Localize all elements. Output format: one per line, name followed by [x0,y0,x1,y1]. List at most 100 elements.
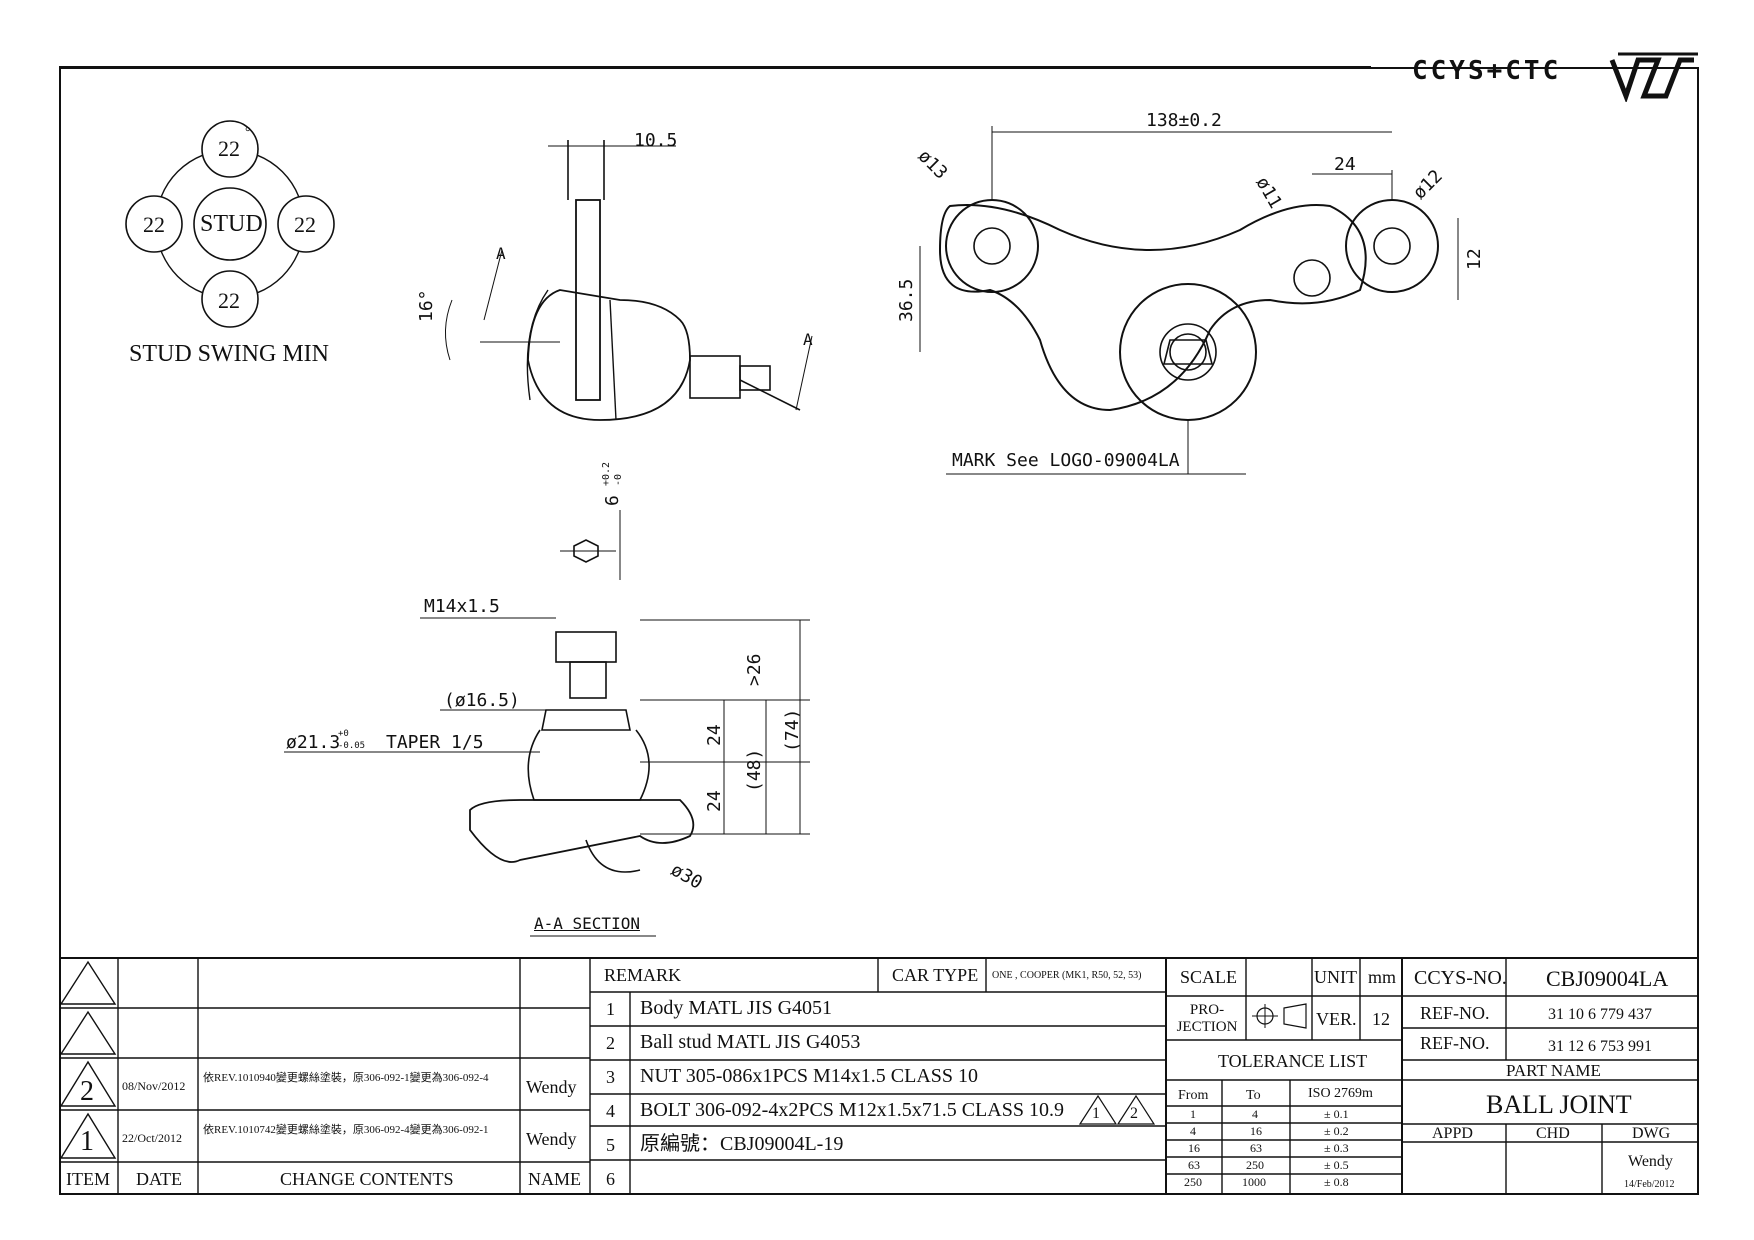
dwg-name: Wendy [1628,1153,1673,1170]
rev-marker-1: 1 [1092,1105,1100,1122]
remark-no-4: 4 [606,1101,615,1121]
mark-note: MARK See LOGO-09004LA [952,450,1180,471]
remark-text-3: NUT 305-086x1PCS M14x1.5 CLASS 10 [640,1065,979,1087]
section-title: A-A SECTION [534,914,640,933]
rev-header-contents: CHANGE CONTENTS [280,1169,454,1189]
dim-12-plan: 12 [1464,248,1485,270]
remark-text-5: 原編號：CBJ09004L-19 [640,1133,844,1155]
drawing-frame [59,67,1699,1195]
tol-to-4: 250 [1246,1158,1264,1172]
rev-header-item: ITEM [66,1169,110,1189]
rev-date-2: 08/Nov/2012 [122,1079,186,1093]
logo-text: CCYS+CTC [1412,56,1562,86]
remark-no-3: 3 [606,1067,615,1087]
tol-to-1: 4 [1252,1107,1258,1121]
rev-header-date: DATE [136,1169,182,1189]
rev-name-1: Wendy [526,1129,577,1149]
dwg-label: DWG [1632,1125,1671,1142]
stud-label: STUD [200,211,263,237]
section-mark-a-right: A [803,330,813,349]
rev-contents-2: 依REV.1010940變更螺絲塗裝，原306-092-1變更為306-092-… [203,1072,489,1084]
tol-val-3: ± 0.3 [1324,1141,1349,1155]
ref-no-label-1: REF-NO. [1420,1003,1490,1023]
tol-to-3: 63 [1250,1141,1262,1155]
tol-from-5: 250 [1184,1175,1202,1189]
side-view-drawing [445,140,813,421]
tol-val-5: ± 0.8 [1324,1175,1349,1189]
tol-val-4: ± 0.5 [1324,1158,1349,1172]
logo-mark [1609,52,1698,102]
dim-6-hex: 6 [602,495,623,506]
taper-tol-lower: -0.05 [338,741,366,751]
tol-to-2: 16 [1250,1124,1262,1138]
ccys-no-value: CBJ09004LA [1546,966,1669,991]
taper-tol-upper: +0 [338,729,349,739]
section-view-drawing [284,617,810,937]
ref-no-value-2: 31 12 6 753 991 [1548,1038,1652,1055]
appd-label: APPD [1432,1125,1473,1142]
rev-marker-2: 2 [1130,1105,1138,1122]
rev-item-1: 1 [80,1126,94,1157]
remark-text-4: BOLT 306-092-4x2PCS M12x1.5x71.5 CLASS 1… [640,1099,1064,1121]
tol-from-3: 16 [1188,1141,1200,1155]
tol-header-iso: ISO 2769m [1308,1086,1373,1101]
dim-d16-5: (ø16.5) [444,690,520,711]
taper-diameter: ø21.3 [286,732,341,753]
hex-detail-drawing [560,510,621,580]
dim-138: 138±0.2 [1146,110,1222,131]
ver-label: VER. [1316,1009,1357,1029]
tol-from-4: 63 [1188,1158,1200,1172]
swing-angle-bottom: 22 [218,288,240,313]
ver-value: 12 [1372,1009,1390,1029]
remark-text-1: Body MATL JIS G4051 [640,997,833,1019]
remark-no-1: 1 [606,999,615,1019]
car-type-label: CAR TYPE [892,965,979,985]
section-mark-a-left: A [496,244,506,263]
ref-no-value-1: 31 10 6 779 437 [1548,1006,1652,1023]
dim-36-5: 36.5 [896,278,917,322]
dim-74: (74) [782,708,803,752]
remark-label: REMARK [604,965,682,985]
car-type-value: ONE , COOPER (MK1, R50, 52, 53) [992,970,1142,981]
dim-24-lower: 24 [704,790,725,812]
tolerance-title: TOLERANCE LIST [1218,1051,1368,1071]
rev-header-name: NAME [528,1169,581,1189]
remark-no-2: 2 [606,1033,615,1053]
remark-no-5: 5 [606,1135,615,1155]
tol-from-1: 1 [1190,1107,1196,1121]
dim-26: >26 [744,653,765,686]
dim-10-5: 10.5 [634,130,678,151]
stud-swing-caption: STUD SWING MIN [129,341,329,367]
rev-date-1: 22/Oct/2012 [122,1131,182,1145]
tol-from-2: 4 [1190,1124,1196,1138]
unit-value: mm [1368,967,1397,987]
stud-swing-diagram [125,120,335,328]
rev-name-2: Wendy [526,1077,577,1097]
unit-label: UNIT [1314,967,1357,987]
ccys-no-label: CCYS-NO. [1414,967,1507,989]
dim-24-upper: 24 [704,724,725,746]
dim-24-plan: 24 [1334,154,1356,175]
scale-label: SCALE [1180,967,1238,987]
tol-header-from: From [1178,1088,1209,1103]
part-name-label: PART NAME [1506,1061,1601,1080]
part-name-value: BALL JOINT [1486,1090,1632,1119]
tol-val-2: ± 0.2 [1324,1124,1349,1138]
degree-symbol: ° [245,125,251,140]
tol-header-to: To [1246,1088,1261,1103]
projection-label: PRO-JECTION [1176,1002,1238,1035]
swing-angle-right: 22 [294,212,316,237]
brand-logo: CCYS+CTC [1412,46,1702,102]
swing-angle-top: 22 [218,136,240,161]
rev-contents-1: 依REV.1010742變更螺絲塗裝，原306-092-4變更為306-092-… [203,1124,489,1136]
taper-ratio: TAPER 1/5 [386,732,484,753]
rev-item-2: 2 [80,1076,94,1107]
swing-angle-left: 22 [143,212,165,237]
plan-view-drawing [919,126,1459,475]
thread-spec: M14x1.5 [424,596,500,617]
hex-tol-upper: +0.2 [601,461,612,486]
remark-text-2: Ball stud MATL JIS G4053 [640,1031,861,1053]
ref-no-label-2: REF-NO. [1420,1033,1490,1053]
tol-val-1: ± 0.1 [1324,1107,1349,1121]
